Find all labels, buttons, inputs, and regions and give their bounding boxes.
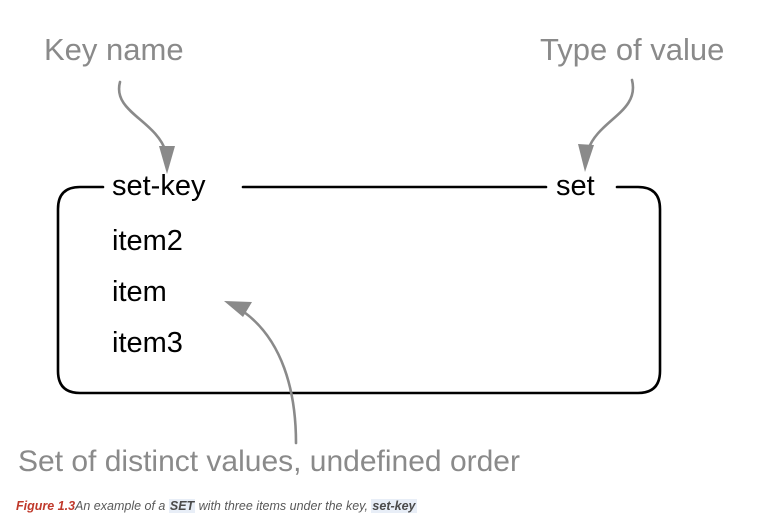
caption-number: Figure 1.3: [16, 499, 76, 513]
caption-code-key: set-key: [371, 499, 417, 513]
list-item: item: [112, 276, 167, 308]
set-item-list: item2 item item3: [112, 227, 183, 380]
annotation-key-name: Key name: [44, 32, 184, 67]
caption-text-middle: with three items under the key,: [195, 499, 372, 513]
list-item: item3: [112, 327, 183, 359]
set-container-outline: [56, 185, 662, 395]
annotation-type-of-value: Type of value: [540, 32, 725, 67]
curved-arrow-down-left-icon: [578, 78, 635, 172]
figure-caption: Figure 1.3An example of a SET with three…: [16, 499, 417, 514]
caption-text-before: An example of a: [75, 499, 169, 513]
curved-arrow-down-icon: [117, 80, 175, 174]
curved-arrow-up-left-icon: [224, 301, 298, 445]
list-item: item2: [112, 225, 183, 257]
annotation-set-description: Set of distinct values, undefined order: [18, 445, 520, 478]
caption-code-type: SET: [168, 499, 196, 513]
set-key-label: set-key: [112, 170, 206, 202]
set-type-label: set: [556, 170, 595, 202]
